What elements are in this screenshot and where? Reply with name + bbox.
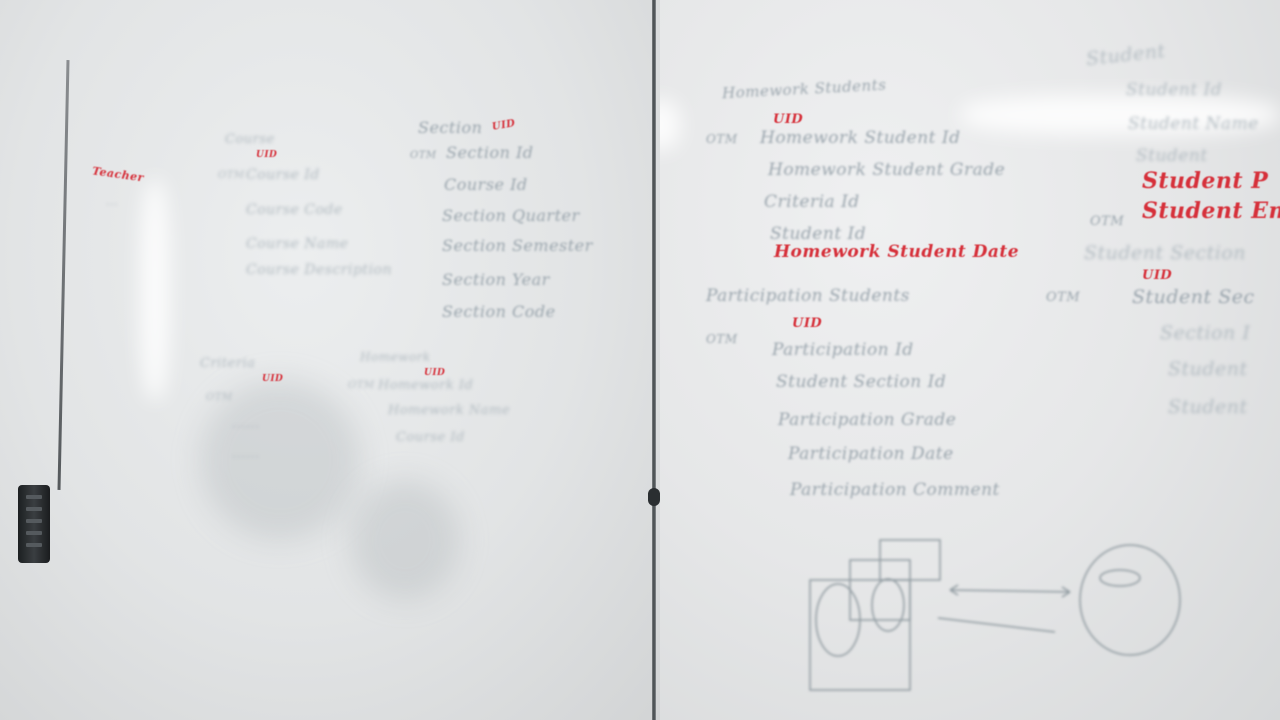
eraser-smudge [200, 380, 360, 540]
course-field: Course Name [246, 236, 349, 252]
student-section-field: Student [1168, 358, 1248, 380]
section-field: Course Id [444, 175, 528, 194]
homework-students-field: Homework Student Id [760, 128, 961, 148]
student-field: Student Id [1126, 80, 1223, 100]
participation-students-field: Participation Comment [790, 480, 1000, 500]
student-title: Student [1085, 39, 1167, 71]
participation-students-otm: OTM [706, 332, 738, 346]
student-highlight-2: Student Em [1142, 198, 1280, 224]
section-field: Section Code [442, 302, 556, 321]
student-field: Student [1136, 146, 1208, 166]
student-section-field: Student [1168, 396, 1248, 418]
homework-otm: OTM [348, 380, 375, 391]
student-section-uid: UID [1142, 268, 1173, 283]
participation-students-field: Participation Id [772, 340, 914, 360]
section-field: Section Quarter [442, 206, 580, 225]
section-field: Section Id [446, 143, 534, 162]
course-title: Course [225, 132, 275, 147]
participation-students-title: Participation Students [706, 286, 910, 306]
participation-students-field: Participation Grade [778, 410, 957, 430]
teacher-title: Teacher [91, 164, 145, 185]
student-section-field: Student Sec [1132, 286, 1255, 308]
homework-title: Homework [360, 350, 431, 364]
course-field: Course Description [246, 262, 392, 278]
section-field: Section Semester [442, 236, 593, 255]
participation-students-uid: UID [792, 316, 823, 331]
criteria-field: ······ [232, 420, 260, 435]
section-title: Section [418, 118, 483, 137]
section-field: Section Year [442, 270, 550, 289]
homework-field: Homework Id [378, 378, 474, 393]
student-section-title: Student Section [1084, 242, 1246, 264]
student-section-otm: OTM [1046, 290, 1081, 305]
teacher-field: ··· [106, 198, 118, 211]
homework-uid: UID [424, 368, 446, 378]
board-seam [652, 0, 656, 720]
homework-students-otm: OTM [706, 132, 738, 146]
homework-students-title: Homework Students [721, 75, 887, 103]
light-reflection [960, 95, 1280, 135]
section-uid: UID [491, 118, 517, 133]
criteria-title: Criteria [200, 356, 256, 371]
erased-sketch [809, 539, 1181, 691]
board-hinge [648, 488, 660, 506]
criteria-field: ······ [232, 450, 260, 465]
criteria-uid: UID [262, 374, 284, 384]
right-whiteboard: Homework Students UID OTM Homework Stude… [660, 0, 1280, 720]
section-otm: OTM [410, 150, 437, 161]
criteria-otm: OTM [206, 392, 233, 403]
course-otm: OTM [218, 170, 245, 181]
course-uid: UID [256, 150, 278, 160]
marker-clip [18, 485, 50, 563]
light-reflection [660, 100, 680, 150]
homework-students-field: Student Id [770, 224, 867, 244]
student-section-field: Section I [1160, 322, 1251, 344]
student-otm: OTM [1090, 214, 1125, 229]
participation-students-field: Student Section Id [776, 372, 947, 392]
homework-students-field: Criteria Id [764, 192, 860, 212]
student-field: Student Name [1128, 114, 1259, 134]
eraser-smudge [350, 480, 460, 600]
homework-students-field: Homework Student Grade [768, 160, 1006, 180]
homework-students-uid: UID [773, 112, 804, 127]
left-whiteboard: Teacher ··· Course UID OTM Course Id Cou… [0, 0, 665, 720]
course-field: Course Code [246, 202, 343, 218]
participation-students-field: Participation Date [788, 444, 954, 464]
homework-field: Homework Name [388, 403, 511, 418]
student-highlight-1: Student P [1142, 168, 1269, 194]
homework-student-date: Homework Student Date [774, 242, 1020, 262]
homework-field: Course Id [396, 430, 465, 445]
course-field: Course Id [246, 167, 320, 183]
light-reflection [140, 180, 170, 400]
